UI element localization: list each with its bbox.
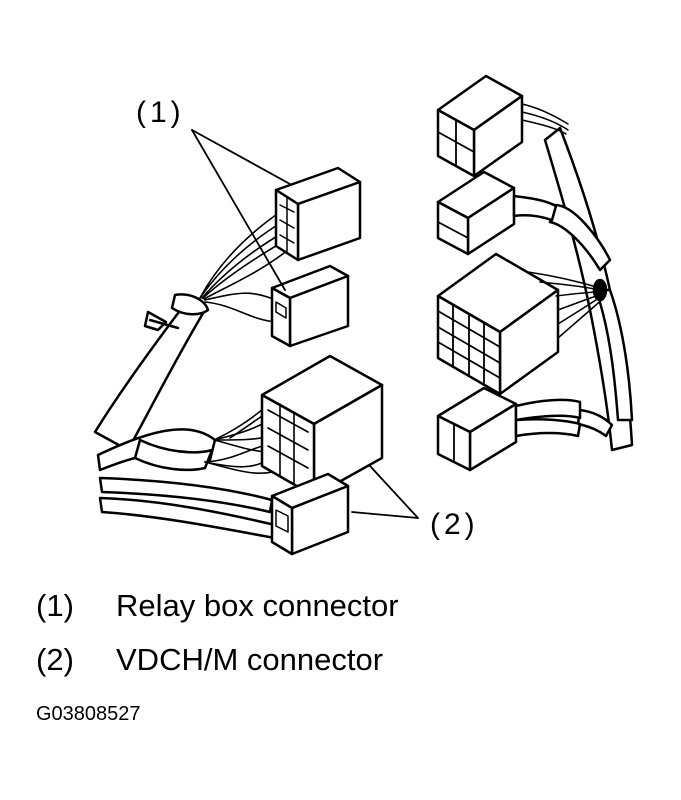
legend-item: (2) VDCH/M connector — [36, 642, 383, 678]
left-lower-cables — [96, 428, 277, 540]
right-connector-2x2 — [436, 74, 524, 178]
vdchm-connector-large — [260, 354, 384, 498]
legend-text: VDCH/M connector — [116, 642, 384, 677]
right-connector-2x2-wires — [521, 103, 569, 135]
right-connector-1x2-lower — [436, 386, 582, 472]
legend-text: Relay box connector — [116, 588, 399, 623]
right-connector-1x2 — [436, 170, 558, 256]
callout-2-leaders — [351, 465, 419, 519]
cable-tie-icon — [592, 278, 608, 302]
left-harness-tube — [93, 293, 210, 452]
relay-box-connector-lower — [270, 264, 350, 348]
callout-1-label: (1) — [136, 96, 185, 129]
relay-box-connector-upper — [274, 166, 362, 262]
legend-number: (1) — [36, 588, 74, 623]
right-connector-4x4 — [436, 252, 560, 396]
vdchm-connector-small — [270, 472, 350, 556]
right-cable-bundle — [543, 126, 634, 452]
legend-number: (2) — [36, 642, 74, 677]
figure-code: G03808527 — [36, 703, 141, 725]
legend-item: (1) Relay box connector — [36, 588, 399, 624]
callout-1-leaders — [191, 129, 291, 291]
left-upper-wires — [199, 211, 289, 323]
callout-2-label: (2) — [430, 508, 479, 541]
